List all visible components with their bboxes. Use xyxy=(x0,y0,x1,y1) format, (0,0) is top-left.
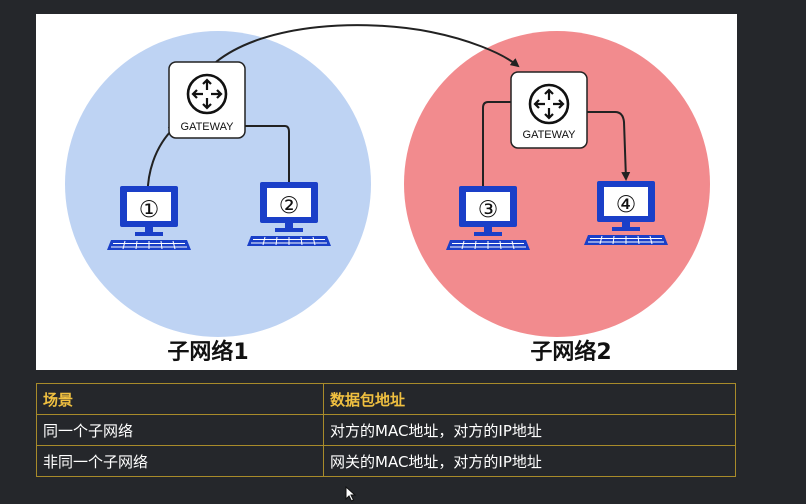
cell-address: 网关的MAC地址，对方的IP地址 xyxy=(323,445,736,477)
computer-4: ④ xyxy=(583,180,669,246)
router-icon xyxy=(186,73,228,115)
header-scenario: 场景 xyxy=(36,383,324,415)
mouse-cursor-icon xyxy=(345,486,357,502)
gateway-label: GATEWAY xyxy=(523,129,577,141)
cell-scenario: 非同一个子网络 xyxy=(36,445,324,477)
address-table: 场景 数据包地址 同一个子网络 对方的MAC地址，对方的IP地址 非同一个子网络… xyxy=(36,383,736,477)
host-number: ① xyxy=(139,197,160,223)
router-icon xyxy=(528,83,570,125)
header-packet-address: 数据包地址 xyxy=(323,383,736,415)
link-gateway2-to-pc4 xyxy=(587,111,631,181)
host-number: ③ xyxy=(478,197,499,223)
subnet-1-circle xyxy=(65,31,371,337)
link-gateway2-to-pc3 xyxy=(482,101,511,186)
computer-1: ① xyxy=(106,185,192,251)
subnet-1-label: 子网络1 xyxy=(167,339,248,365)
computer-2: ② xyxy=(246,181,332,247)
cell-scenario: 同一个子网络 xyxy=(36,414,324,446)
link-gateway1-to-gateway2 xyxy=(215,24,520,68)
computer-3: ③ xyxy=(445,185,531,251)
host-number: ② xyxy=(279,193,300,219)
table-row: 同一个子网络 对方的MAC地址，对方的IP地址 xyxy=(36,414,736,446)
gateway-2: GATEWAY xyxy=(510,71,588,149)
cell-address: 对方的MAC地址，对方的IP地址 xyxy=(323,414,736,446)
gateway-label: GATEWAY xyxy=(181,121,235,133)
table-row: 非同一个子网络 网关的MAC地址，对方的IP地址 xyxy=(36,445,736,477)
gateway-1: GATEWAY xyxy=(168,61,246,139)
link-gateway1-to-pc2 xyxy=(245,125,290,186)
subnet-2-label: 子网络2 xyxy=(530,339,611,365)
subnet-2-circle xyxy=(404,31,710,337)
network-diagram: GATEWAY GATEWAY ① ② ③ ④ 子网络1 子网络2 xyxy=(36,14,737,370)
table-header-row: 场景 数据包地址 xyxy=(36,383,736,415)
host-number: ④ xyxy=(616,192,637,218)
